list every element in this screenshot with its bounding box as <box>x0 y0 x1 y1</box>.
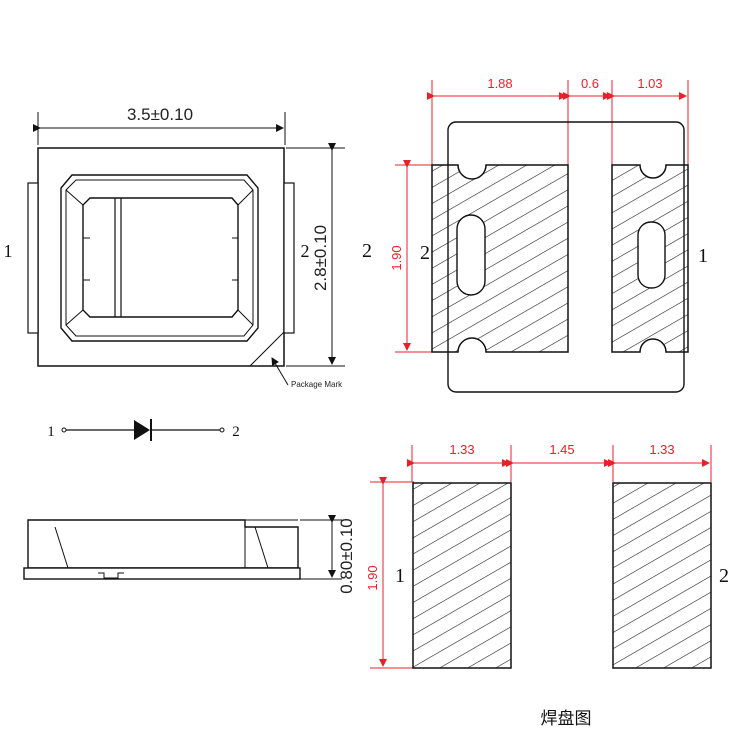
top-view: 3.5±0.10 2.8±0.10 1 2 Pa <box>4 105 345 389</box>
pin-label-right: 2 <box>301 241 310 261</box>
fp-bottom-pin-left: 1 <box>395 565 405 587</box>
fp-bottom-pad-left <box>412 482 512 669</box>
package-mark-label: Package Mark <box>291 380 343 389</box>
fp-bottom-dim-a: 1.33 <box>449 442 474 457</box>
diode-symbol: 1 2 <box>47 419 240 441</box>
side-terminal <box>23 567 301 580</box>
footprint-bottom: 1.33 1.45 1.33 1.90 1 2 焊盘图 <box>365 442 729 728</box>
fp-top-pin-outside: 2 <box>362 240 372 262</box>
fp-bottom-dim-b: 1.45 <box>549 442 574 457</box>
footprint-caption: 焊盘图 <box>541 709 592 728</box>
fp-bottom-pin-right: 2 <box>719 565 729 587</box>
fp-top-dim-b: 0.6 <box>581 76 599 91</box>
fp-top-pad-left <box>431 164 569 353</box>
footprint-top: 1.88 0.6 1.03 1.90 2 2 1 <box>362 76 708 393</box>
fp-bottom-pad-right <box>612 482 712 669</box>
width-dimension: 3.5±0.10 <box>127 105 193 124</box>
fp-top-height: 1.90 <box>389 245 404 270</box>
fp-bottom-height: 1.90 <box>365 565 380 590</box>
height-dimension: 2.8±0.10 <box>311 225 330 291</box>
fp-top-pin-right: 1 <box>698 245 708 267</box>
side-view: 0.80±0.10 <box>23 515 356 594</box>
thickness-dimension: 0.80±0.10 <box>337 518 356 594</box>
side-body <box>27 519 299 569</box>
pin-label-left: 1 <box>4 241 13 261</box>
fp-top-dim-a: 1.88 <box>487 76 512 91</box>
terminal-left <box>27 182 39 334</box>
fp-top-pin-left: 2 <box>420 242 430 264</box>
diode-pin-1: 1 <box>47 424 55 440</box>
cavity-outer <box>60 174 259 342</box>
terminal-right <box>283 182 295 334</box>
package-body <box>37 147 285 367</box>
fp-top-dim-c: 1.03 <box>637 76 662 91</box>
cavity-inner <box>82 197 239 318</box>
diode-pin-2: 2 <box>232 424 240 440</box>
fp-bottom-dim-c: 1.33 <box>649 442 674 457</box>
